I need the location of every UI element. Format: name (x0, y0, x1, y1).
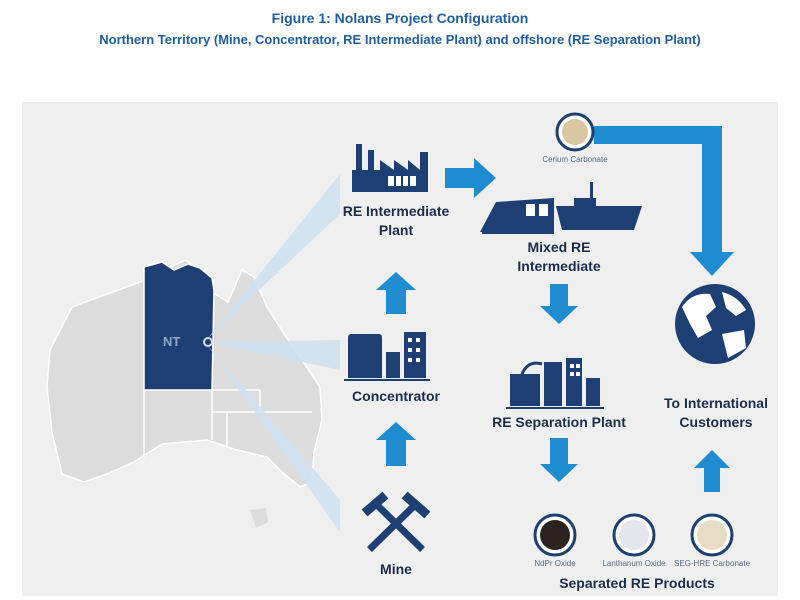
concentrator-label: Concentrator (352, 388, 440, 404)
separated-products-heading: Separated RE Products (559, 575, 715, 591)
arrow-plant-to-mixed (445, 158, 496, 198)
re-intermediate-plant-label: RE Intermediate Plant (322, 202, 470, 240)
mine-label: Mine (380, 561, 412, 577)
mixed-re-intermediate-label: Mixed RE Intermediate (484, 238, 634, 276)
arrow-mixed-to-separation (540, 284, 578, 324)
seg-hre-carbonate-label: SEG-HRE Carbonate (673, 559, 751, 568)
train-icon (480, 198, 554, 234)
label-line: Customers (679, 414, 753, 430)
concentrator-icon (344, 332, 430, 381)
label-line: Intermediate (517, 258, 601, 274)
arrow-mine-to-concentrator (376, 422, 416, 466)
diagram-panel: NT RE Intermediate Plant Concentrator Mi… (22, 102, 778, 596)
flow-diagram (46, 112, 755, 557)
ndpr-oxide-swatch (533, 513, 577, 557)
mine-hammers-icon (361, 491, 431, 552)
cerium-carbonate-label: Cerium Carbonate (542, 155, 608, 164)
flow-arrows (376, 126, 734, 492)
nt-label: NT (163, 334, 181, 349)
label-line: Plant (378, 222, 414, 238)
ship-icon (556, 182, 642, 230)
label-line: To International (664, 395, 768, 411)
tasmania (250, 508, 268, 528)
lanthanum-oxide-swatch (612, 513, 656, 557)
arrow-concentrator-to-plant (376, 272, 416, 314)
arrow-products-to-customers (694, 450, 730, 492)
figure-subtitle: Northern Territory (Mine, Concentrator, … (99, 32, 701, 47)
nt-region (143, 261, 215, 391)
label-line: Mixed RE (527, 239, 591, 255)
nt-pin (203, 337, 213, 347)
cerium-carbonate-swatch (555, 112, 595, 152)
ndpr-oxide-label: NdPr Oxide (534, 559, 576, 568)
label-line: RE Intermediate (342, 203, 450, 219)
arrow-separation-to-products (540, 438, 578, 482)
lanthanum-oxide-label: Lanthanum Oxide (602, 559, 666, 568)
re-separation-plant-label: RE Separation Plant (492, 414, 626, 430)
figure-title: Figure 1: Nolans Project Configuration (271, 10, 529, 26)
arrow-cerium-to-customers (594, 126, 734, 276)
customers-label: To International Customers (642, 394, 790, 432)
location-beams (208, 174, 340, 532)
globe-icon (675, 284, 755, 364)
separation-plant-icon (506, 358, 604, 409)
australia-map (46, 259, 323, 528)
seg-hre-carbonate-swatch (690, 513, 734, 557)
factory-icon (352, 144, 428, 192)
